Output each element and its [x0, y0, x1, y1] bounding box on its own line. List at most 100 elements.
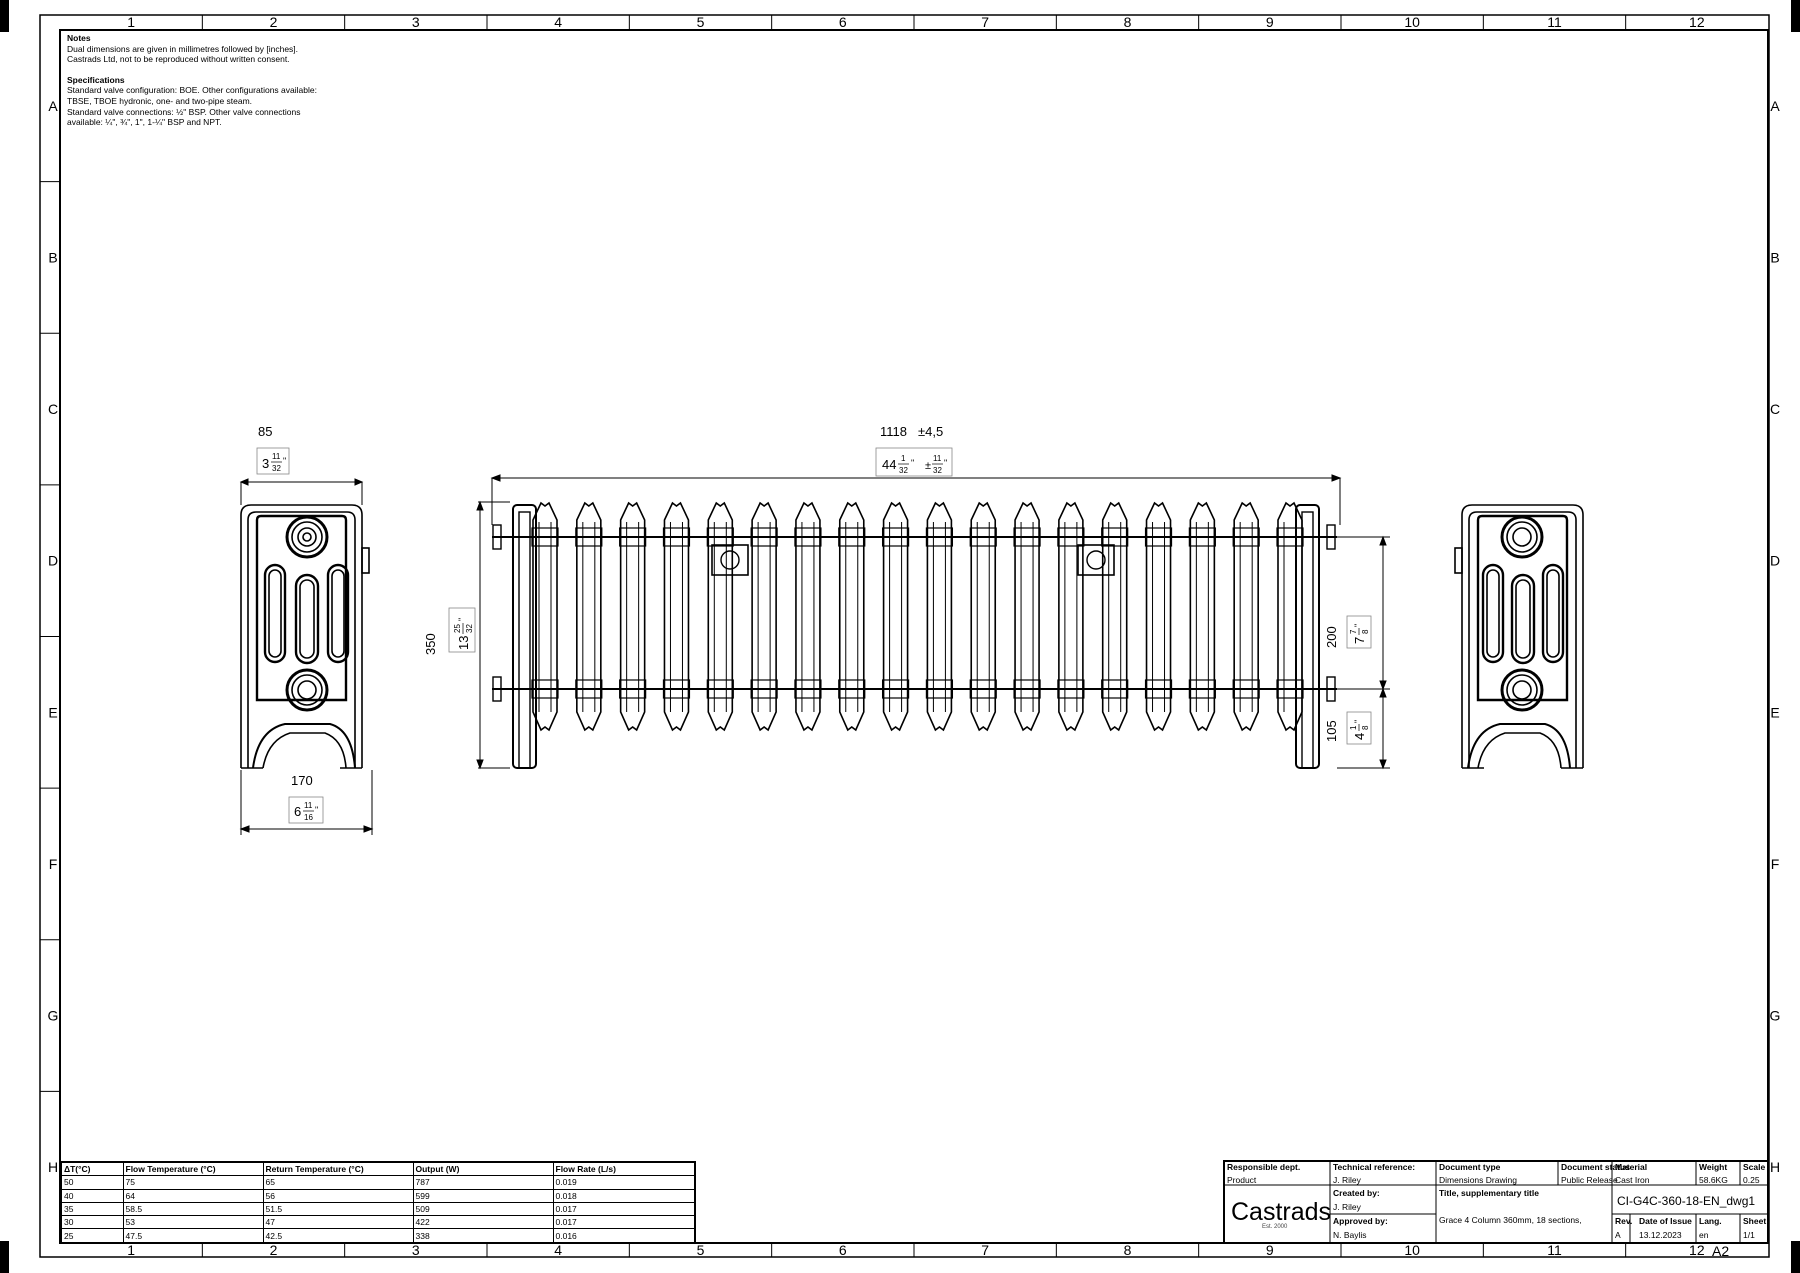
grid-row-label-left: B: [48, 249, 57, 265]
length-in-num: 1: [901, 454, 906, 463]
foot-in-whole: 6: [294, 804, 301, 819]
responsible-dept-label: Responsible dept.: [1227, 1162, 1301, 1172]
table-cell: 0.019: [552, 1175, 696, 1190]
radiator-section: [619, 501, 647, 732]
floor-in-den: 8: [1361, 725, 1370, 730]
table-cell: 47: [262, 1215, 414, 1230]
document-status-label: Document status: [1561, 1162, 1630, 1172]
height-mm: 350: [423, 633, 438, 655]
table-cell: 58.5: [122, 1201, 264, 1217]
height-in-den: 32: [465, 624, 474, 633]
table-cell: 35: [60, 1201, 124, 1217]
table-cell: 53: [122, 1215, 264, 1230]
grid-column-label-bottom: 3: [412, 1242, 420, 1258]
grid-column-label-bottom: 5: [697, 1242, 705, 1258]
front-view: [492, 501, 1337, 769]
table-cell: 75: [122, 1175, 264, 1190]
grid-row-label-left: E: [48, 704, 57, 720]
column-header: Output (W): [412, 1161, 554, 1177]
radiator-section: [969, 501, 997, 732]
lang-label: Lang.: [1699, 1216, 1722, 1226]
grid-column-label-top: 4: [554, 14, 562, 30]
svg-text:": ": [283, 456, 286, 466]
radiator-section: [1057, 501, 1085, 732]
grid-column-label-bottom: 6: [839, 1242, 847, 1258]
length-mm: 1118: [880, 424, 907, 439]
centres-in-den: 8: [1361, 629, 1370, 634]
dimension-lines: [239, 474, 1390, 835]
depth-in-den: 32: [272, 464, 281, 473]
table-cell: 40: [60, 1188, 124, 1203]
svg-text:": ": [911, 458, 914, 468]
table-row: 50 75 65 787 0.019: [60, 1175, 696, 1190]
column-header: ΔT(°C): [60, 1161, 124, 1177]
grid-column-label-bottom: 4: [554, 1242, 562, 1258]
corner-mark: [0, 1241, 9, 1273]
svg-text:": ": [1353, 624, 1363, 627]
grid-row-label-left: D: [48, 553, 58, 569]
grid-column-label-top: 10: [1404, 14, 1420, 30]
grid-column-label-top: 12: [1689, 14, 1705, 30]
corner-mark: [1791, 0, 1800, 32]
grid-column-label-top: 6: [839, 14, 847, 30]
table-cell: 338: [412, 1228, 554, 1244]
grid-column-label-bottom: 12: [1689, 1242, 1705, 1258]
table-row: 30 53 47 422 0.017: [60, 1215, 696, 1230]
column-header: Return Temperature (°C): [262, 1161, 414, 1177]
document-type-value: Dimensions Drawing: [1439, 1175, 1517, 1185]
table-cell: 50: [60, 1175, 124, 1190]
svg-text:": ": [1353, 720, 1363, 723]
sheet-label: Sheet: [1743, 1216, 1767, 1226]
radiator-section: [706, 501, 734, 732]
radiator-section: [925, 501, 954, 732]
centres-in-whole: 7: [1352, 637, 1367, 644]
specifications-heading: Specifications: [67, 74, 125, 85]
specifications-line: available: ¼", ¾", 1", 1-¼" BSP and NPT.: [67, 117, 222, 128]
title-value: Grace 4 Column 360mm, 18 sections,: [1439, 1215, 1582, 1225]
date-value: 13.12.2023: [1639, 1230, 1682, 1240]
grid-row-label-left: A: [48, 98, 58, 114]
notes-heading: Notes: [67, 33, 91, 43]
specifications-line: TBSE, TBOE hydronic, one- and two-pipe s…: [67, 95, 253, 106]
grid-row-label-left: H: [48, 1159, 58, 1175]
lang-value: en: [1699, 1230, 1709, 1240]
svg-text:": ": [315, 805, 318, 815]
table-cell: 787: [412, 1175, 554, 1190]
svg-text:±: ±: [925, 460, 931, 472]
centres-in-box: [1346, 615, 1372, 649]
table-cell: 0.017: [552, 1215, 696, 1230]
table-cell: 30: [60, 1215, 124, 1230]
length-tol-in-den: 32: [933, 466, 942, 475]
radiator-section: [1101, 501, 1129, 732]
grid-column-label-top: 8: [1124, 14, 1132, 30]
floor-in-num: 1: [1349, 725, 1358, 730]
svg-text:": ": [944, 458, 947, 468]
foot-in-num: 11: [304, 801, 313, 810]
grid-column-label-top: 11: [1547, 14, 1562, 30]
foot-in-box: [288, 796, 324, 824]
specifications-line: Standard valve connections: ½" BSP. Othe…: [67, 106, 301, 117]
radiator-section: [1232, 501, 1260, 732]
foot-mm: 170: [291, 773, 313, 788]
grid-row-label-right: G: [1770, 1008, 1781, 1024]
depth-in-box: [256, 447, 290, 475]
radiator-section: [1276, 501, 1304, 732]
grid-row-label-left: G: [48, 1008, 59, 1024]
length-in-box: [875, 447, 953, 477]
created-by-label: Created by:: [1333, 1188, 1380, 1198]
radiator-section: [794, 501, 822, 732]
dimension-labels: 85 3 11 32 " 1118 ±4,5 44 1 32 " ± 11 32…: [256, 424, 1372, 824]
title-block-frame: [1223, 1160, 1769, 1244]
grid-column-label-top: 3: [412, 14, 420, 30]
technical-reference-label: Technical reference:: [1333, 1162, 1416, 1172]
notes-line: Castrads Ltd, not to be reproduced witho…: [67, 54, 290, 65]
weight-label: Weight: [1699, 1162, 1728, 1172]
column-header: Flow Temperature (°C): [122, 1161, 264, 1177]
table-cell: 0.016: [552, 1228, 696, 1244]
notes-line: Dual dimensions are given in millimetres…: [67, 43, 299, 54]
table-cell: 0.017: [552, 1201, 696, 1217]
title-label: Title, supplementary title: [1439, 1188, 1539, 1198]
document-status-value: Public Release: [1561, 1175, 1618, 1185]
